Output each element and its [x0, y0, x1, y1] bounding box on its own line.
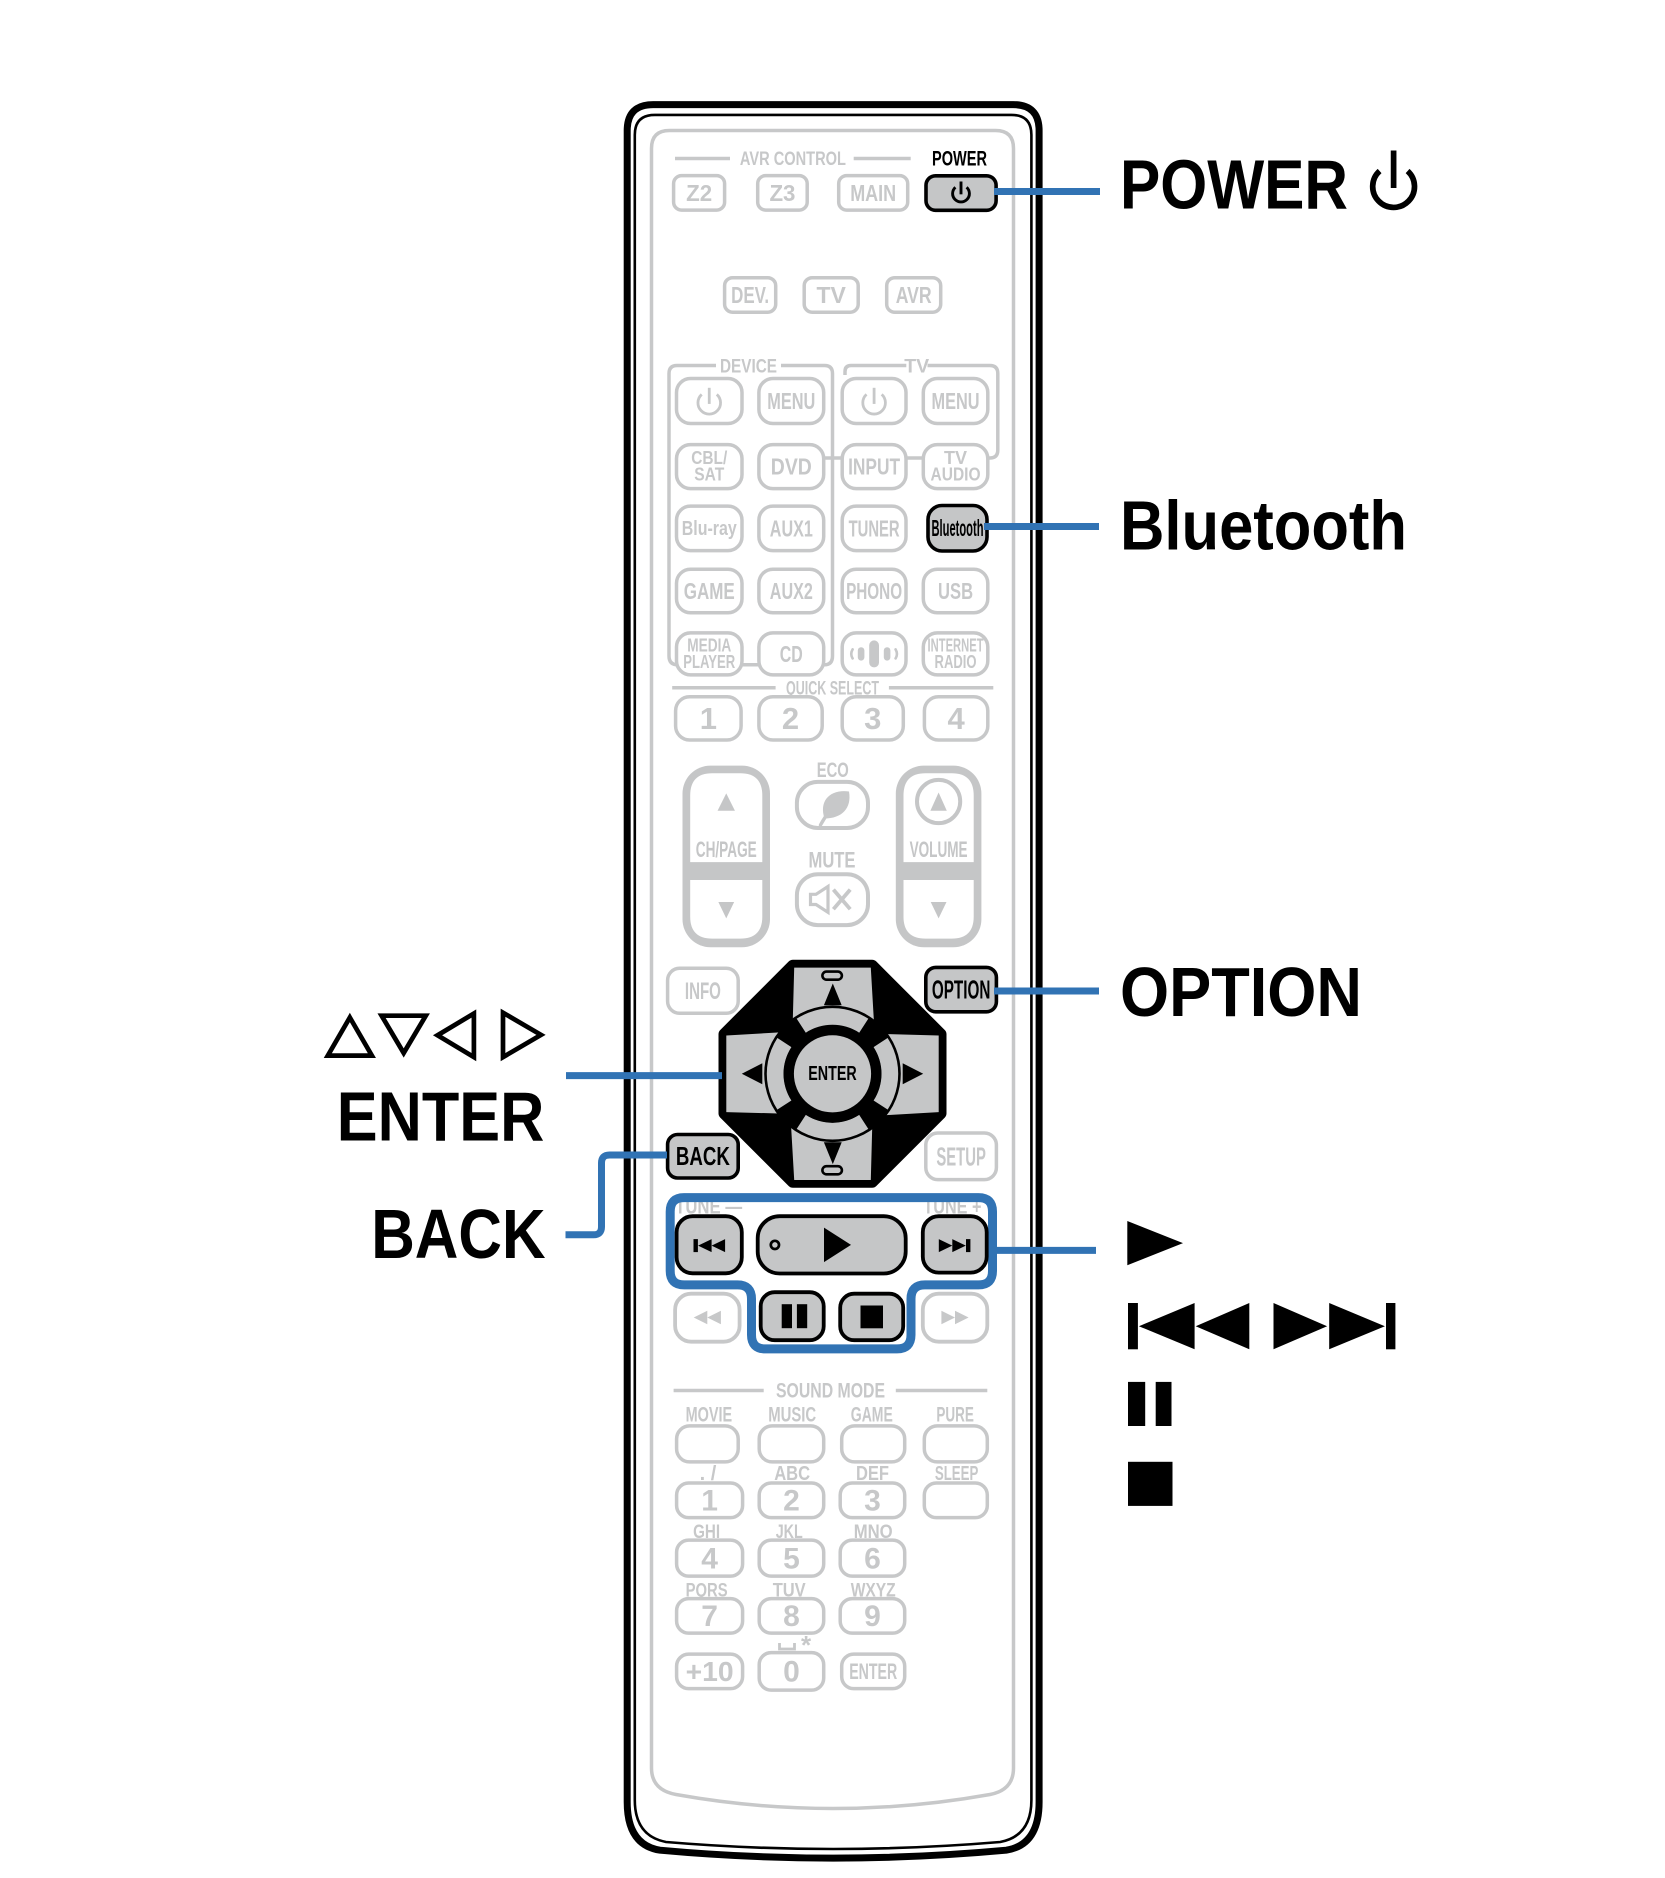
svg-text:TUV: TUV [773, 1580, 806, 1602]
svg-text:TV: TV [817, 282, 847, 308]
svg-text:INFO: INFO [685, 978, 721, 1005]
svg-text:MENU: MENU [932, 388, 980, 414]
svg-text:QUICK SELECT: QUICK SELECT [786, 677, 879, 699]
svg-text:MAIN: MAIN [850, 180, 896, 206]
svg-text:INTERNET: INTERNET [928, 635, 984, 655]
svg-text:7: 7 [701, 1600, 718, 1633]
svg-text:TUNER: TUNER [849, 516, 900, 542]
svg-text:DEVICE: DEVICE [720, 356, 777, 378]
svg-text:SOUND MODE: SOUND MODE [776, 1378, 885, 1402]
svg-text:AUDIO: AUDIO [931, 465, 981, 485]
svg-text:DEF: DEF [856, 1463, 889, 1485]
svg-text:POWER: POWER [932, 148, 987, 171]
svg-text:ENTER: ENTER [808, 1063, 857, 1085]
svg-text:PLAYER: PLAYER [683, 652, 735, 672]
svg-text:POWER: POWER [1120, 146, 1348, 224]
svg-text:MUTE: MUTE [809, 847, 856, 872]
svg-text:. /: . / [700, 1463, 717, 1485]
svg-text:DEV.: DEV. [731, 282, 769, 308]
svg-text:BACK: BACK [371, 1195, 545, 1273]
svg-text:MENU: MENU [767, 388, 815, 414]
svg-text:INPUT: INPUT [848, 454, 900, 480]
svg-text:5: 5 [783, 1542, 800, 1575]
svg-text:WXYZ: WXYZ [851, 1580, 896, 1602]
svg-text:GAME: GAME [851, 1402, 893, 1426]
svg-text:AVR CONTROL: AVR CONTROL [740, 148, 846, 170]
svg-text:PHONO: PHONO [846, 578, 902, 604]
svg-text:*: * [801, 1630, 812, 1660]
svg-text:GAME: GAME [684, 578, 735, 604]
svg-text:AUX1: AUX1 [770, 516, 813, 542]
svg-text:USB: USB [938, 578, 973, 604]
svg-text:CBL/: CBL/ [691, 448, 727, 468]
svg-text:TV: TV [904, 356, 929, 378]
svg-text:PURE: PURE [936, 1402, 974, 1426]
svg-text:3: 3 [864, 1485, 881, 1518]
svg-text:MNO: MNO [854, 1521, 893, 1543]
svg-text:ECO: ECO [817, 759, 849, 782]
svg-text:SETUP: SETUP [936, 1141, 986, 1171]
svg-text:JKL: JKL [776, 1521, 803, 1543]
svg-text:4: 4 [947, 701, 965, 736]
svg-text:Z3: Z3 [769, 180, 795, 206]
svg-text:DVD: DVD [771, 454, 812, 480]
svg-text:Blu-ray: Blu-ray [682, 518, 738, 540]
svg-text:MOVIE: MOVIE [686, 1402, 733, 1426]
svg-text:GHI: GHI [693, 1521, 720, 1543]
svg-text:RADIO: RADIO [935, 652, 977, 672]
svg-text:BACK: BACK [676, 1141, 730, 1171]
svg-text:4: 4 [701, 1542, 718, 1575]
svg-text:OPTION: OPTION [932, 975, 991, 1005]
svg-text:ABC: ABC [774, 1463, 810, 1485]
svg-text:2: 2 [783, 1485, 800, 1518]
svg-text:OPTION: OPTION [1120, 953, 1362, 1031]
svg-text:SAT: SAT [694, 465, 724, 485]
svg-text:6: 6 [864, 1542, 881, 1575]
svg-text:CH/PAGE: CH/PAGE [696, 837, 757, 862]
svg-text:9: 9 [864, 1600, 881, 1633]
svg-text:VOLUME: VOLUME [910, 837, 968, 862]
svg-text:CD: CD [780, 641, 803, 667]
svg-text:1: 1 [701, 1485, 718, 1518]
svg-text:0: 0 [783, 1656, 800, 1689]
svg-text:AVR: AVR [896, 282, 932, 308]
svg-text:8: 8 [783, 1600, 800, 1633]
svg-text:2: 2 [782, 701, 799, 736]
svg-text:1: 1 [700, 701, 717, 736]
svg-text:PQRS: PQRS [686, 1580, 728, 1602]
svg-text:ENTER: ENTER [849, 1659, 897, 1684]
svg-text:+10: +10 [686, 1656, 734, 1687]
svg-text:ENTER: ENTER [337, 1077, 545, 1155]
svg-text:TV: TV [944, 448, 967, 468]
svg-text:Bluetooth: Bluetooth [1120, 487, 1407, 565]
svg-text:MUSIC: MUSIC [768, 1402, 816, 1426]
svg-text:3: 3 [864, 701, 881, 736]
svg-text:AUX2: AUX2 [770, 578, 813, 604]
svg-text:Z2: Z2 [686, 180, 712, 206]
svg-text:SLEEP: SLEEP [935, 1463, 979, 1485]
svg-text:MEDIA: MEDIA [687, 635, 731, 655]
svg-text:Bluetooth: Bluetooth [932, 515, 984, 541]
